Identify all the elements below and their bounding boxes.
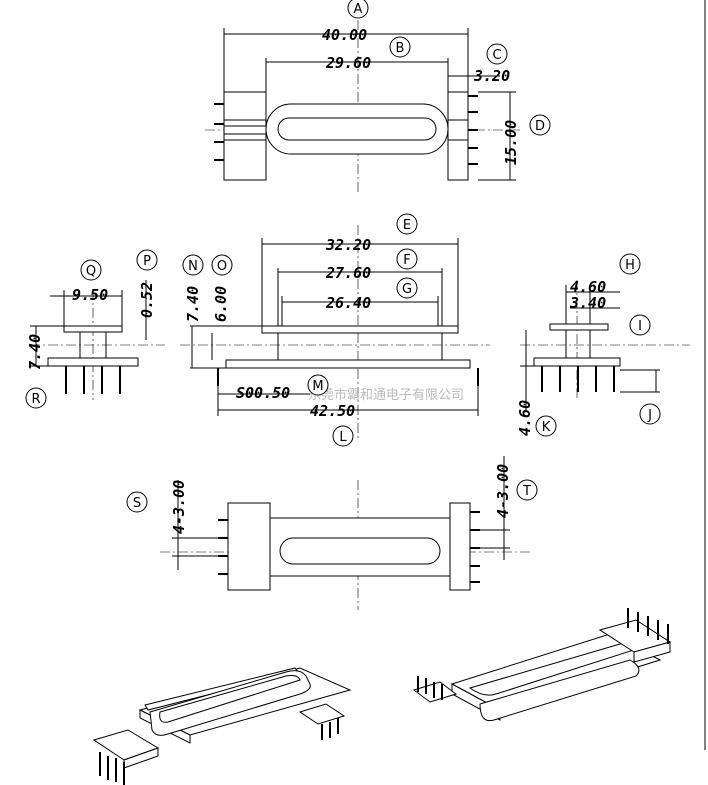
dim-J-value: 4.60: [516, 400, 534, 436]
callout-b: B: [389, 36, 411, 58]
left-flange: [223, 91, 267, 181]
callout-s-label: S: [133, 496, 141, 511]
callout-m-label: M: [312, 379, 323, 394]
callout-s: S: [126, 491, 148, 513]
callout-o: O: [211, 254, 233, 276]
center-slot: [277, 117, 437, 141]
right-side-view: 4.60 3.40 4.60: [516, 278, 690, 436]
callout-f: F: [396, 248, 418, 270]
dim-D-value: 15.00: [502, 120, 520, 165]
bottom-left-flange: [227, 502, 271, 591]
dim-F-value: 27.60: [325, 264, 371, 282]
callout-a-label: A: [354, 2, 363, 17]
dim-C-value: 3.20: [473, 67, 510, 85]
callout-n: N: [182, 254, 204, 276]
right-side-flange: [549, 323, 609, 331]
callout-a: A: [347, 0, 369, 19]
bottom-left-pins: [218, 519, 228, 575]
right-pins: [468, 95, 478, 165]
isometric-view-left: [92, 667, 352, 785]
bottom-right-flange: [449, 502, 471, 591]
callout-g-label: G: [402, 282, 412, 297]
callout-q-label: Q: [86, 264, 96, 279]
callout-k: K: [535, 415, 557, 437]
bottom-view: 4-3.00 4-3.00: [160, 456, 530, 610]
dim-P-value: 0.52: [138, 282, 156, 318]
dim-S-value: 4-3.00: [170, 480, 188, 534]
dim-A-value: 40.00: [322, 26, 367, 44]
callout-l: L: [332, 425, 354, 447]
left-side-flange: [63, 325, 123, 333]
callout-e-label: E: [403, 218, 411, 233]
callout-f-label: F: [403, 253, 410, 268]
company-watermark: 东莞市霸和通电子有限公司: [308, 387, 464, 403]
callout-c-label: C: [492, 48, 501, 63]
dim-B-value: 29.60: [325, 54, 371, 72]
callout-d: D: [529, 114, 551, 136]
left-side-pins: [65, 366, 121, 394]
callout-h-label: H: [625, 258, 635, 273]
callout-h: H: [619, 253, 641, 275]
callout-k-label: K: [542, 420, 551, 435]
bottom-right-pins: [470, 511, 480, 583]
callout-m: M: [307, 374, 329, 396]
callout-b-label: B: [396, 41, 405, 56]
callout-g: G: [396, 277, 418, 299]
callout-i-label: I: [638, 319, 642, 334]
left-side-view: 9.50 0.52 7.40: [26, 280, 165, 400]
top-view: 40.00 29.60 3.20 15.00: [205, 20, 520, 195]
dim-T-value: 4-3.00: [494, 464, 512, 518]
letter-callouts: A B C D E FG H I J K L M N O P Q R S T: [25, 0, 661, 513]
dim-I-value: 3.40: [569, 294, 606, 312]
dim-E-value: 32.20: [325, 236, 371, 254]
callout-n-label: N: [188, 259, 198, 274]
dim-O-value: 6.00: [212, 286, 230, 322]
dim-R-value: 7.40: [26, 334, 44, 370]
callout-p: P: [136, 249, 158, 271]
dim-M-value: S00.50: [236, 384, 290, 402]
dim-Q-value: 9.50: [72, 286, 108, 304]
base-plate: [225, 359, 471, 369]
callout-j-label: J: [647, 408, 652, 423]
callout-i: I: [629, 314, 651, 336]
dim-H-value: 4.60: [570, 278, 606, 296]
callout-j: J: [639, 403, 661, 425]
dim-L-value: 42.50: [310, 402, 355, 420]
isometric-view-right: [412, 608, 672, 722]
callout-d-label: D: [535, 119, 545, 134]
bottom-slot: [279, 537, 441, 565]
left-pins: [214, 103, 224, 161]
right-side-base: [533, 357, 621, 367]
callout-t-label: T: [522, 484, 531, 499]
callout-l-label: L: [339, 430, 347, 445]
callout-o-label: O: [217, 259, 227, 274]
callout-p-label: P: [143, 254, 151, 269]
left-side-base: [47, 357, 139, 367]
dim-N-value: 7.40: [184, 286, 202, 322]
front-view: 32.20 27.60 26.40 7.40 6.00 S00.50 42.50…: [180, 225, 490, 440]
top-flange-plate: [261, 325, 459, 334]
right-side-pins: [541, 366, 615, 392]
callout-q: Q: [80, 259, 102, 281]
callout-c: C: [486, 43, 508, 65]
dim-G-value: 26.40: [325, 294, 371, 312]
callout-r-label: R: [31, 392, 40, 407]
callout-t: T: [516, 479, 538, 501]
right-flange: [447, 91, 469, 181]
callout-e: E: [396, 213, 418, 235]
callout-r: R: [25, 387, 47, 409]
